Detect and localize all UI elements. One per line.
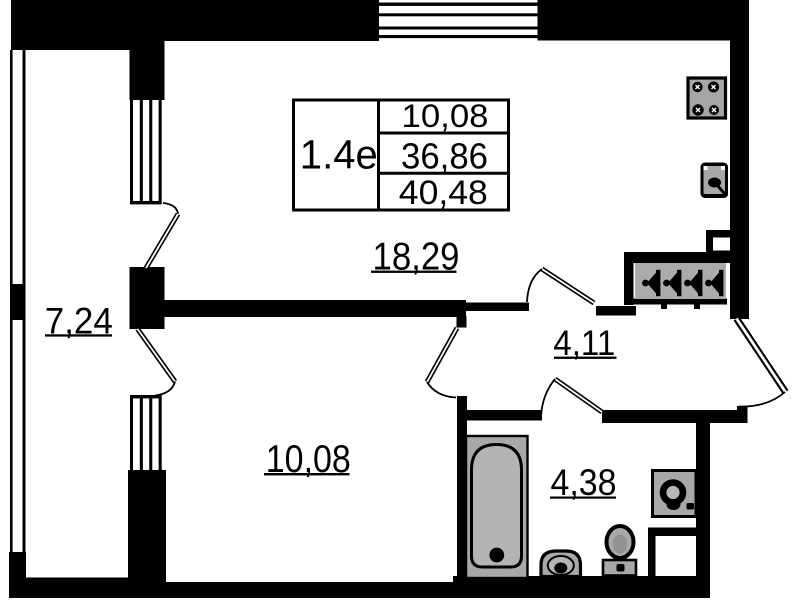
svg-text:10,08: 10,08: [402, 98, 489, 134]
svg-text:1.4е: 1.4е: [300, 132, 378, 178]
svg-text:4,11: 4,11: [553, 323, 615, 363]
svg-text:40,48: 40,48: [399, 174, 488, 212]
svg-text:4,38: 4,38: [551, 462, 617, 503]
svg-text:36,86: 36,86: [401, 136, 488, 177]
